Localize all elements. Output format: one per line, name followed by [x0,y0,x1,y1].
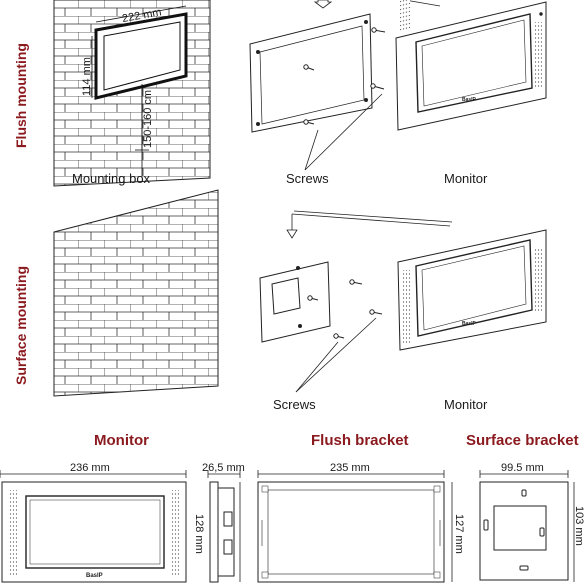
flush-screws-leader [304,93,383,171]
monitor-height: 128 mm [193,514,205,554]
surface-bracket-width: 99.5 mm [501,462,544,474]
screw-icon [333,333,345,339]
screw-icon [370,83,385,90]
surface-bracket-height: 103 mm [573,506,584,546]
surface-bracket-dimensions-title: Surface bracket [466,432,579,449]
flush-bracket [249,13,373,133]
monitor-front-logo: BasIP [86,573,103,579]
screw-icon [371,27,386,33]
flush-screws [303,27,386,125]
screw-icon [303,119,315,125]
surface-screws-label: Screws [273,397,316,412]
mounting-box-label: Mounting box [72,171,151,186]
surface-bracket [259,261,331,343]
monitor-front-view [1,481,187,583]
flush-monitor-logo: BasIP [462,97,477,103]
flush-monitor [395,0,547,131]
screw-icon [369,309,383,315]
screw-icon [307,295,319,301]
mounting-box-height: 114 mm [81,57,93,96]
monitor-width: 236 mm [70,462,110,474]
mounting-box-depth: 150-160 cm [142,90,154,148]
screw-icon [303,64,315,71]
surface-brick-wall [53,189,219,397]
flush-bracket-width: 235 mm [330,462,370,474]
screw-icon [349,279,363,285]
surface-bracket-front-view [479,481,569,581]
flush-mounting-label: Flush mounting [13,43,29,148]
flush-insert-arrow [313,0,441,9]
surface-monitor-label: Monitor [444,397,488,412]
mounting-box-dimensions [91,5,187,176]
surface-monitor-logo: BasIP [462,321,477,327]
monitor-depth: 26,5 mm [202,462,245,474]
mounting-box [94,12,188,100]
surface-mounting-label: Surface mounting [13,266,29,385]
flush-bracket-front-view [257,481,445,583]
flush-bracket-dimensions-title: Flush bracket [311,432,409,449]
flush-bracket-height: 127 mm [453,514,465,554]
surface-monitor [397,229,547,351]
width-dimension-lines [0,470,569,478]
flush-monitor-label: Monitor [444,171,488,186]
surface-screws [307,279,383,339]
surface-insert-arrow [286,210,453,239]
monitor-dimensions-title: Monitor [94,432,149,449]
surface-screws-leader [295,317,377,393]
monitor-side-view [209,481,235,583]
flush-screws-label: Screws [286,171,329,186]
